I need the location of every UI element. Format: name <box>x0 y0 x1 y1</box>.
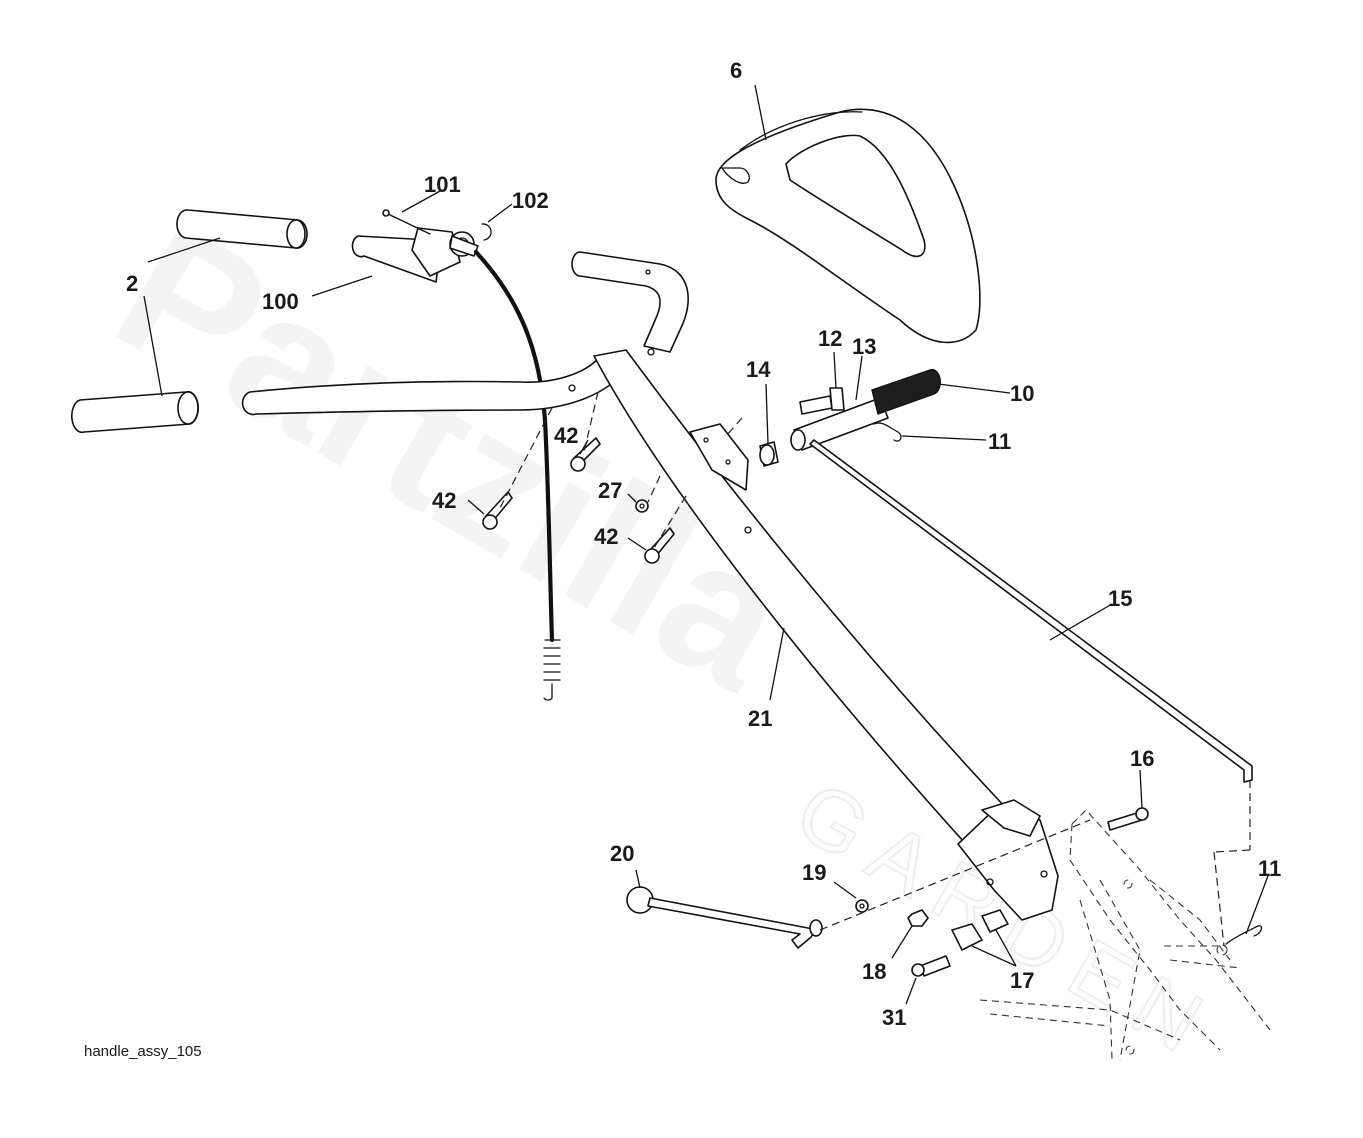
callout-12: 12 <box>818 326 842 351</box>
callout-16: 16 <box>1130 746 1154 771</box>
callout-42-a: 42 <box>554 423 578 448</box>
part-handle-end-bracket <box>957 799 1059 921</box>
callout-42-b: 42 <box>432 488 456 513</box>
callout-17: 17 <box>1010 968 1034 993</box>
callout-11-upper: 11 <box>988 429 1011 454</box>
part-101-pin <box>382 209 431 235</box>
part-31-bolt <box>911 955 951 977</box>
callout-21: 21 <box>748 706 772 731</box>
callout-101: 101 <box>424 172 461 197</box>
ghost-frame <box>979 809 1271 1061</box>
callout-15: 15 <box>1108 586 1132 611</box>
part-14-spacer <box>759 441 779 467</box>
part-19-washer <box>855 899 869 913</box>
callout-11-lower: 11 <box>1258 856 1281 881</box>
part-16-bolt <box>1107 807 1149 831</box>
diagram-caption: handle_assy_105 <box>84 1043 202 1060</box>
part-27-nut <box>635 499 649 513</box>
callout-100: 100 <box>262 289 299 314</box>
callouts: 2 6 10 11 11 12 13 14 15 16 17 18 19 20 … <box>126 58 1281 1030</box>
part-2-grips <box>71 209 308 434</box>
part-100-control-lever <box>351 227 479 283</box>
callout-27: 27 <box>598 478 622 503</box>
part-42-bolt-a <box>570 437 601 472</box>
part-18-nut <box>907 909 929 927</box>
callout-20: 20 <box>610 841 634 866</box>
callout-18: 18 <box>862 959 886 984</box>
part-11-clip-lower <box>1225 925 1263 945</box>
callout-6: 6 <box>730 58 742 83</box>
part-13-pivot <box>790 397 889 451</box>
part-20-lever <box>626 886 823 949</box>
part-12-bolt <box>799 387 845 415</box>
part-handlebar-tube <box>241 251 689 416</box>
cable <box>473 249 561 701</box>
callout-14: 14 <box>746 357 771 382</box>
part-hinge-plate <box>689 423 749 491</box>
callout-31: 31 <box>882 1005 906 1030</box>
callout-2: 2 <box>126 271 138 296</box>
part-15-rod <box>809 439 1253 783</box>
part-17-pads <box>951 909 1009 951</box>
part-102-clip <box>481 223 492 241</box>
part-6-cover <box>715 108 981 344</box>
assembly-lines <box>499 391 1251 947</box>
callout-102: 102 <box>512 188 549 213</box>
callout-10: 10 <box>1010 381 1034 406</box>
leader-lines <box>143 84 1269 1005</box>
part-10-grip <box>871 368 941 415</box>
callout-13: 13 <box>852 334 876 359</box>
part-11-clip-upper <box>873 422 902 442</box>
callout-42-c: 42 <box>594 524 618 549</box>
part-42-bolt-b <box>482 491 513 530</box>
part-42-bolt-c <box>644 527 675 564</box>
callout-19: 19 <box>802 860 826 885</box>
